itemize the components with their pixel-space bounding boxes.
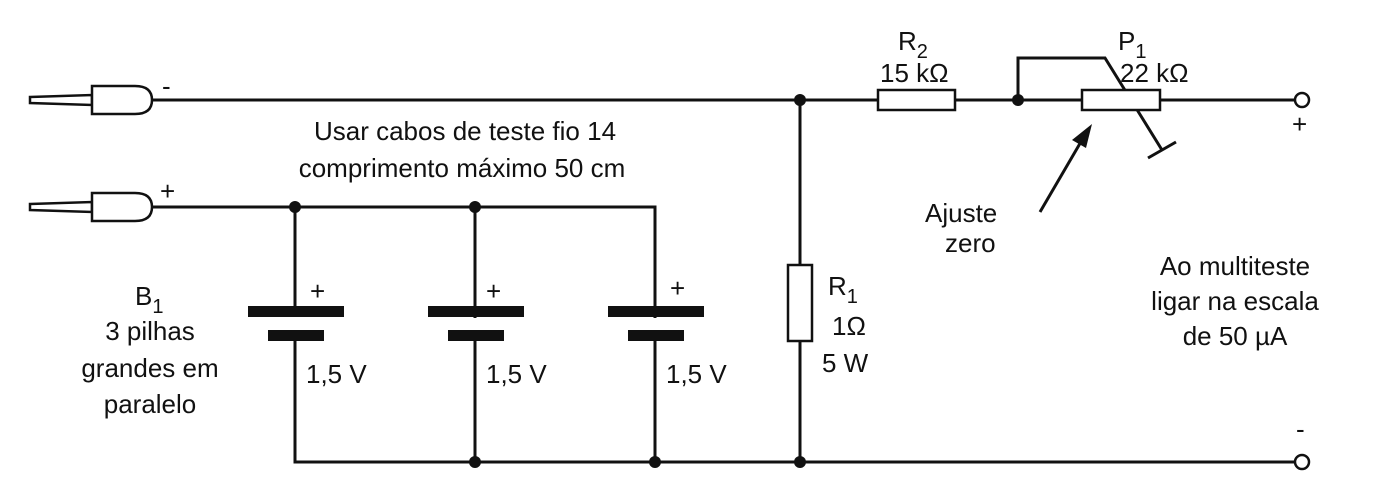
battery-cell-1: + 1,5 V <box>248 276 367 389</box>
r1-power: 5 W <box>822 348 869 378</box>
r1-value: 1Ω <box>832 311 866 341</box>
output-note-2: ligar na escala <box>1151 286 1319 316</box>
battery-cell-3: + 1,5 V <box>608 273 727 389</box>
battery-desc-3: paralelo <box>104 389 197 419</box>
output-note-1: Ao multiteste <box>1160 251 1310 281</box>
battery-voltage: 1,5 V <box>486 359 547 389</box>
battery-plus-sign: + <box>310 276 325 306</box>
negative-probe-sign: - <box>162 71 171 101</box>
battery-bank-label: B1 <box>135 281 163 318</box>
battery-voltage: 1,5 V <box>666 359 727 389</box>
r1-label: R1 <box>828 271 858 308</box>
output-terminal-positive[interactable] <box>1293 91 1311 109</box>
p1-label: P1 <box>1118 26 1146 63</box>
p1-value: 22 kΩ <box>1120 58 1189 88</box>
potentiometer-p1 <box>1080 88 1162 112</box>
note-line-2: comprimento máximo 50 cm <box>299 153 626 183</box>
positive-probe-sign: + <box>160 176 175 206</box>
output-minus-sign: - <box>1296 414 1305 444</box>
battery-desc-1: 3 pilhas <box>105 316 195 346</box>
r2-label: R2 <box>898 26 928 63</box>
negative-test-probe: - <box>28 71 171 116</box>
junction-dots <box>289 94 1024 468</box>
battery-plus-sign: + <box>670 273 685 303</box>
r2-value: 15 kΩ <box>880 58 949 88</box>
resistor-r1 <box>786 263 814 343</box>
zero-adjust-label-2: zero <box>945 228 996 258</box>
resistor-r2 <box>876 88 957 112</box>
output-note-3: de 50 µA <box>1183 321 1288 351</box>
note-line-1: Usar cabos de teste fio 14 <box>314 116 616 146</box>
output-terminal-negative[interactable] <box>1293 453 1311 471</box>
battery-cell-2: + 1,5 V <box>428 276 547 389</box>
positive-test-probe: + <box>28 176 175 223</box>
output-plus-sign: + <box>1292 109 1307 139</box>
battery-voltage: 1,5 V <box>306 359 367 389</box>
zero-adjust-arrow <box>1038 124 1092 213</box>
battery-desc-2: grandes em <box>81 353 218 383</box>
zero-adjust-label-1: Ajuste <box>925 198 997 228</box>
battery-plus-sign: + <box>486 276 501 306</box>
